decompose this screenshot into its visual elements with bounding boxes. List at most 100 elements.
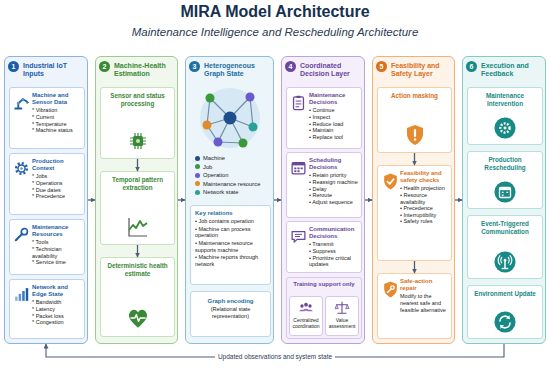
legend-swatch xyxy=(195,164,200,169)
step-number: 4 xyxy=(285,61,296,72)
flow-arrow xyxy=(137,245,138,257)
node-heading: Communication Decisions xyxy=(309,226,358,240)
component-box: Key relations• Job contains operation• M… xyxy=(190,205,271,285)
node-heading: Graph encoding xyxy=(194,298,267,305)
node-heading: Temporal pattern extraction xyxy=(104,176,171,191)
node-text: * Congestion xyxy=(32,319,81,326)
step-number: 6 xyxy=(466,61,477,72)
component-box: Environment Update xyxy=(467,285,543,339)
node-heading: Maintenance Intervention xyxy=(471,92,539,107)
node-text: • Machine reports through network xyxy=(195,254,266,267)
node-text: • Inspect xyxy=(309,114,358,121)
node-text: • Adjust sequence xyxy=(309,199,358,206)
icon xyxy=(290,228,307,245)
node-text: • Suppress xyxy=(309,248,358,255)
component-box: Action masking xyxy=(377,87,452,153)
layer-panel: Industrial IoT InputsMachine and Sensor … xyxy=(4,56,88,344)
component-box: Deterministic health estimate xyxy=(100,257,175,337)
node-text: • Resource availability xyxy=(400,192,448,205)
component-box: Event-Triggered Communication xyxy=(467,215,543,279)
icon xyxy=(290,159,307,176)
node-text: * Precedence xyxy=(32,193,81,200)
node-text: * Tools xyxy=(32,239,81,246)
node-heading: Scheduling Decisions xyxy=(309,157,358,171)
node-text: * Service time xyxy=(32,259,81,266)
icon xyxy=(381,172,400,191)
node-text: • Job contains operation xyxy=(195,218,266,225)
icon xyxy=(381,280,400,299)
node-text: * Vibration xyxy=(32,107,81,114)
flow-arrow xyxy=(178,199,185,200)
icon xyxy=(125,305,151,331)
icon xyxy=(290,94,307,111)
node-text: • Replace tool xyxy=(309,134,358,141)
flow-arrow xyxy=(274,199,281,200)
node-text: • Reroute xyxy=(309,192,358,199)
icon xyxy=(126,215,150,239)
node-heading: Key relations xyxy=(195,210,266,217)
component-box: Feasibility and safety checks• Health pr… xyxy=(377,165,452,261)
group-box: Training support onlyCentralized coordin… xyxy=(286,277,362,339)
node-text: • Machine can process operation xyxy=(195,226,266,239)
legend-text: Maintenance resource xyxy=(203,180,260,188)
component-box: Temporal pattern extraction xyxy=(100,171,175,245)
component-box: Maintenance Decisions• Continue• Inspect… xyxy=(286,87,362,149)
graph-illustration xyxy=(198,85,262,151)
icon xyxy=(13,286,30,303)
step-number: 3 xyxy=(189,61,200,72)
node-heading: Maintenance Decisions xyxy=(309,92,358,106)
node-text: * Packet loss xyxy=(32,313,81,320)
node-heading: Environment Update xyxy=(471,290,539,298)
node-text: • Continue xyxy=(309,107,358,114)
node-heading: Production Rescheduling xyxy=(471,156,539,171)
legend-swatch xyxy=(195,156,200,161)
node-heading: Safe-action repair xyxy=(400,278,448,292)
step-number: 5 xyxy=(376,61,387,72)
node-heading: Deterministic health estimate xyxy=(104,262,171,277)
node-text: * Operations xyxy=(32,180,81,187)
legend-text: Machine xyxy=(203,154,225,162)
node-heading: Training support only xyxy=(290,281,358,288)
node-heading: Production Context xyxy=(32,158,81,172)
node-heading: Event-Triggered Communication xyxy=(471,220,539,235)
node-text: * Technician availability xyxy=(32,246,81,259)
node-text: Modify to the nearest safe and feasible … xyxy=(400,293,448,313)
layer-panel: Feasibility and Safety LayerAction maski… xyxy=(372,56,455,344)
component-box: Production Context* Jobs* Operations* Du… xyxy=(9,153,85,215)
step-number: 1 xyxy=(8,61,19,72)
component-box: Safe-action repairModify to the nearest … xyxy=(377,273,452,339)
icon xyxy=(298,300,314,316)
flow-arrow xyxy=(88,199,95,200)
diagram-title: MIRA Model Architecture xyxy=(0,3,550,21)
node-text: * Jobs xyxy=(32,173,81,180)
node-heading: Machine and Sensor Data xyxy=(32,92,81,106)
node-text: • Interruptibility xyxy=(400,212,448,219)
node-heading: Sensor and status processing xyxy=(104,92,171,107)
flow-arrow xyxy=(455,199,462,200)
icon xyxy=(126,129,150,153)
flow-arrow xyxy=(365,199,372,200)
icon xyxy=(494,117,516,139)
node-heading: Value assessment xyxy=(328,318,356,330)
node-text: * Current xyxy=(32,114,81,121)
node-heading: Maintenance Resources xyxy=(32,224,81,238)
node-text: • Maintenance resource supports machine xyxy=(195,240,266,253)
node-text: • Reassign machine xyxy=(309,179,358,186)
node-text: • Health projection xyxy=(400,185,448,192)
step-number: 2 xyxy=(99,61,110,72)
node-text: • Maintain xyxy=(309,127,358,134)
icon xyxy=(494,181,516,203)
node-heading: Action masking xyxy=(381,92,448,100)
node-text: • Precedence xyxy=(400,205,448,212)
node-text: * Due dates xyxy=(32,187,81,194)
component-box: Production Rescheduling xyxy=(467,151,543,209)
component-box: Maintenance Intervention xyxy=(467,87,543,145)
legend-text: Job xyxy=(203,163,212,171)
node-heading: Network and Edge State xyxy=(32,284,81,298)
component-box: Network and Edge State* Bandwidth* Laten… xyxy=(9,279,85,339)
node-text: * Machine status xyxy=(32,127,81,134)
node-text: • Reduce load xyxy=(309,121,358,128)
component-box: Graph encoding(Relational state represen… xyxy=(190,291,271,337)
